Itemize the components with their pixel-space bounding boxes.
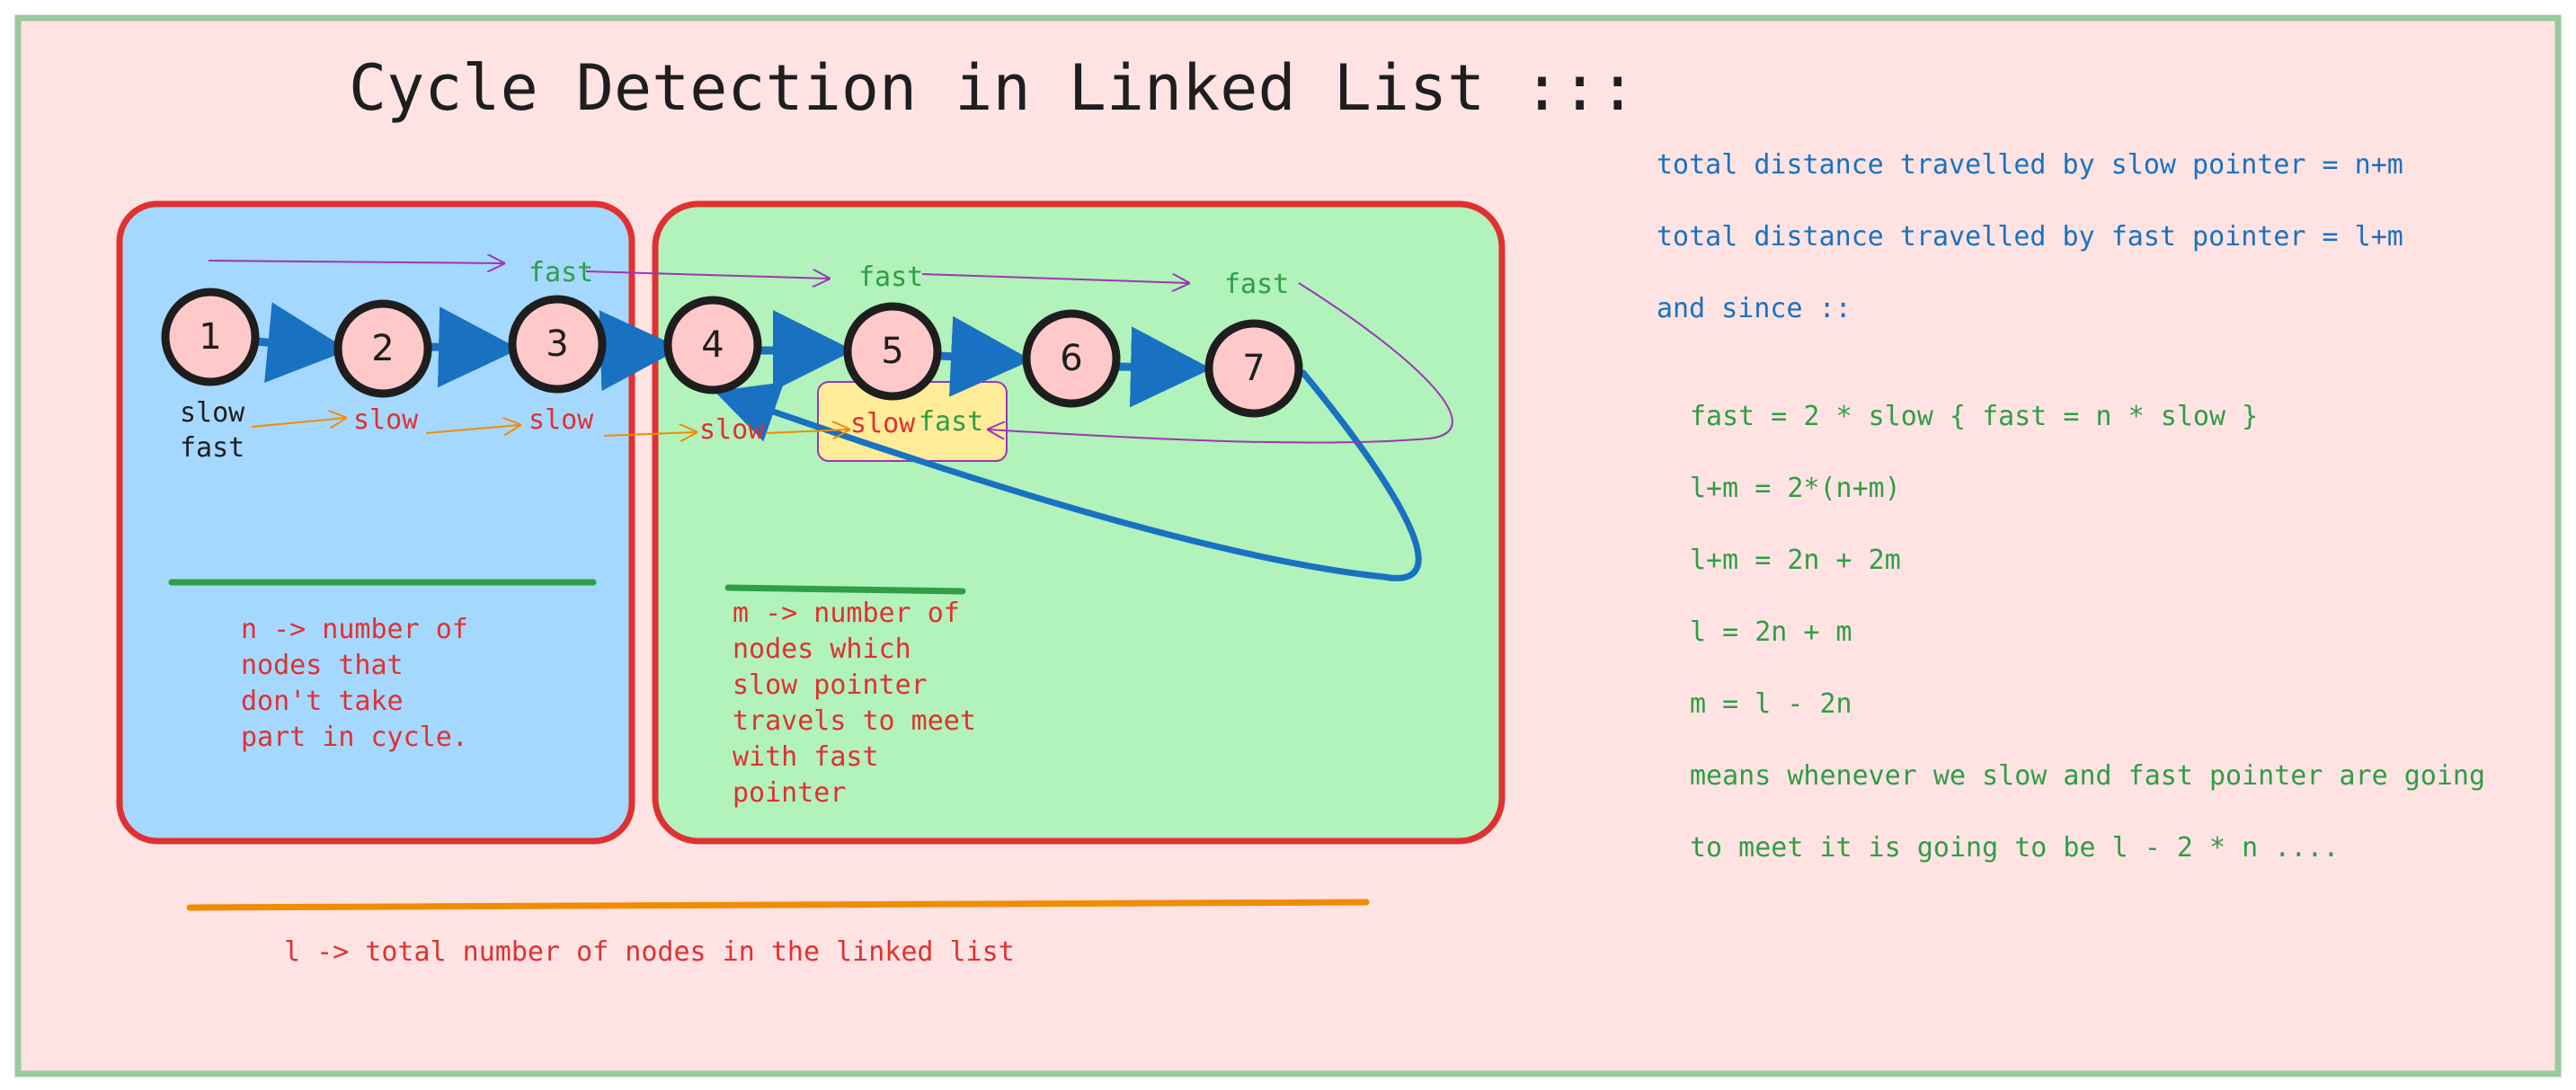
fast-label-5: fast (858, 261, 923, 293)
node-links (253, 302, 1422, 581)
link-3-4 (599, 310, 681, 392)
slow-arrow-1 (251, 418, 345, 427)
equation-1: fast = 2 * slow { fast = n * slow } (1690, 401, 2258, 432)
slow-start-label: slow (180, 397, 245, 429)
slow-label-4: slow (699, 414, 765, 446)
slow-arrow-4 (765, 430, 848, 433)
cycle-back-link (714, 369, 1422, 581)
slow-arrow-2 (425, 425, 520, 433)
l-underline (186, 899, 1370, 911)
fast-label-meet: fast (919, 406, 983, 438)
link-6-7 (1114, 326, 1212, 408)
slow-label-2: slow (353, 404, 419, 436)
node-6: 6 (1022, 309, 1121, 408)
conclusion-line-1: means whenever we slow and fast pointer … (1690, 760, 2485, 792)
m-def-line-1: m -> number of (733, 598, 960, 629)
link-5-6 (934, 315, 1032, 397)
link-1-2 (253, 302, 349, 383)
l-definition: l -> total number of nodes in the linked… (284, 936, 1015, 968)
equation-3: l+m = 2n + 2m (1690, 545, 1901, 576)
node-2: 2 (333, 299, 432, 398)
linked-list-nodes: 1 2 3 4 5 6 7 (161, 288, 1303, 418)
slow-arrow-3 (603, 432, 696, 436)
m-def-line-2: nodes which (733, 634, 911, 665)
node-5-value: 5 (881, 331, 903, 372)
node-7: 7 (1204, 319, 1303, 418)
slow-label-3: slow (529, 404, 594, 436)
since-text: and since :: (1657, 293, 1852, 324)
m-def-line-6: pointer (733, 777, 846, 809)
equation-2: l+m = 2*(n+m) (1690, 473, 1901, 504)
n-def-line-2: nodes that (241, 650, 404, 681)
fast-pointer-arrows (208, 261, 1453, 444)
equation-4: l = 2n + m (1690, 616, 1852, 648)
node-1: 1 (161, 288, 260, 386)
fast-arrow-4 (989, 282, 1453, 444)
fast-arrow-1 (208, 261, 503, 263)
link-2-3 (425, 306, 520, 388)
slow-pointer-arrows (251, 418, 848, 436)
m-underline (724, 584, 966, 595)
fast-label-7: fast (1224, 269, 1289, 300)
slow-distance-text: total distance travelled by slow pointer… (1657, 149, 2403, 181)
fast-arrow-2 (585, 271, 829, 279)
node-7-value: 7 (1242, 348, 1265, 389)
slow-label-meet: slow (850, 408, 916, 439)
conclusion-line-2: to meet it is going to be l - 2 * n .... (1690, 832, 2339, 864)
node-6-value: 6 (1060, 338, 1082, 379)
m-def-line-3: slow pointer (733, 669, 928, 701)
node-4: 4 (663, 296, 762, 394)
fast-distance-text: total distance travelled by fast pointer… (1657, 221, 2403, 253)
fast-start-label: fast (180, 432, 244, 464)
fast-arrow-3 (921, 273, 1188, 283)
node-2-value: 2 (371, 328, 394, 369)
node-5: 5 (843, 302, 942, 401)
m-def-line-5: with fast (733, 741, 879, 773)
node-1-value: 1 (199, 316, 221, 358)
node-3-value: 3 (546, 323, 568, 365)
n-definition: n -> number of nodes that don't take par… (241, 614, 468, 753)
fast-label-3: fast (529, 257, 593, 288)
node-4-value: 4 (701, 324, 724, 366)
equation-5: m = l - 2n (1690, 688, 1852, 720)
node-3: 3 (508, 295, 607, 394)
m-def-line-4: travels to meet (733, 705, 976, 737)
derivation: total distance travelled by slow pointer… (1657, 149, 2485, 864)
n-def-line-4: part in cycle. (241, 722, 468, 753)
n-def-line-1: n -> number of (241, 614, 468, 645)
n-def-line-3: don't take (241, 686, 404, 717)
page-title: Cycle Detection in Linked List ::: (349, 51, 1637, 125)
m-definition: m -> number of nodes which slow pointer … (733, 598, 976, 809)
